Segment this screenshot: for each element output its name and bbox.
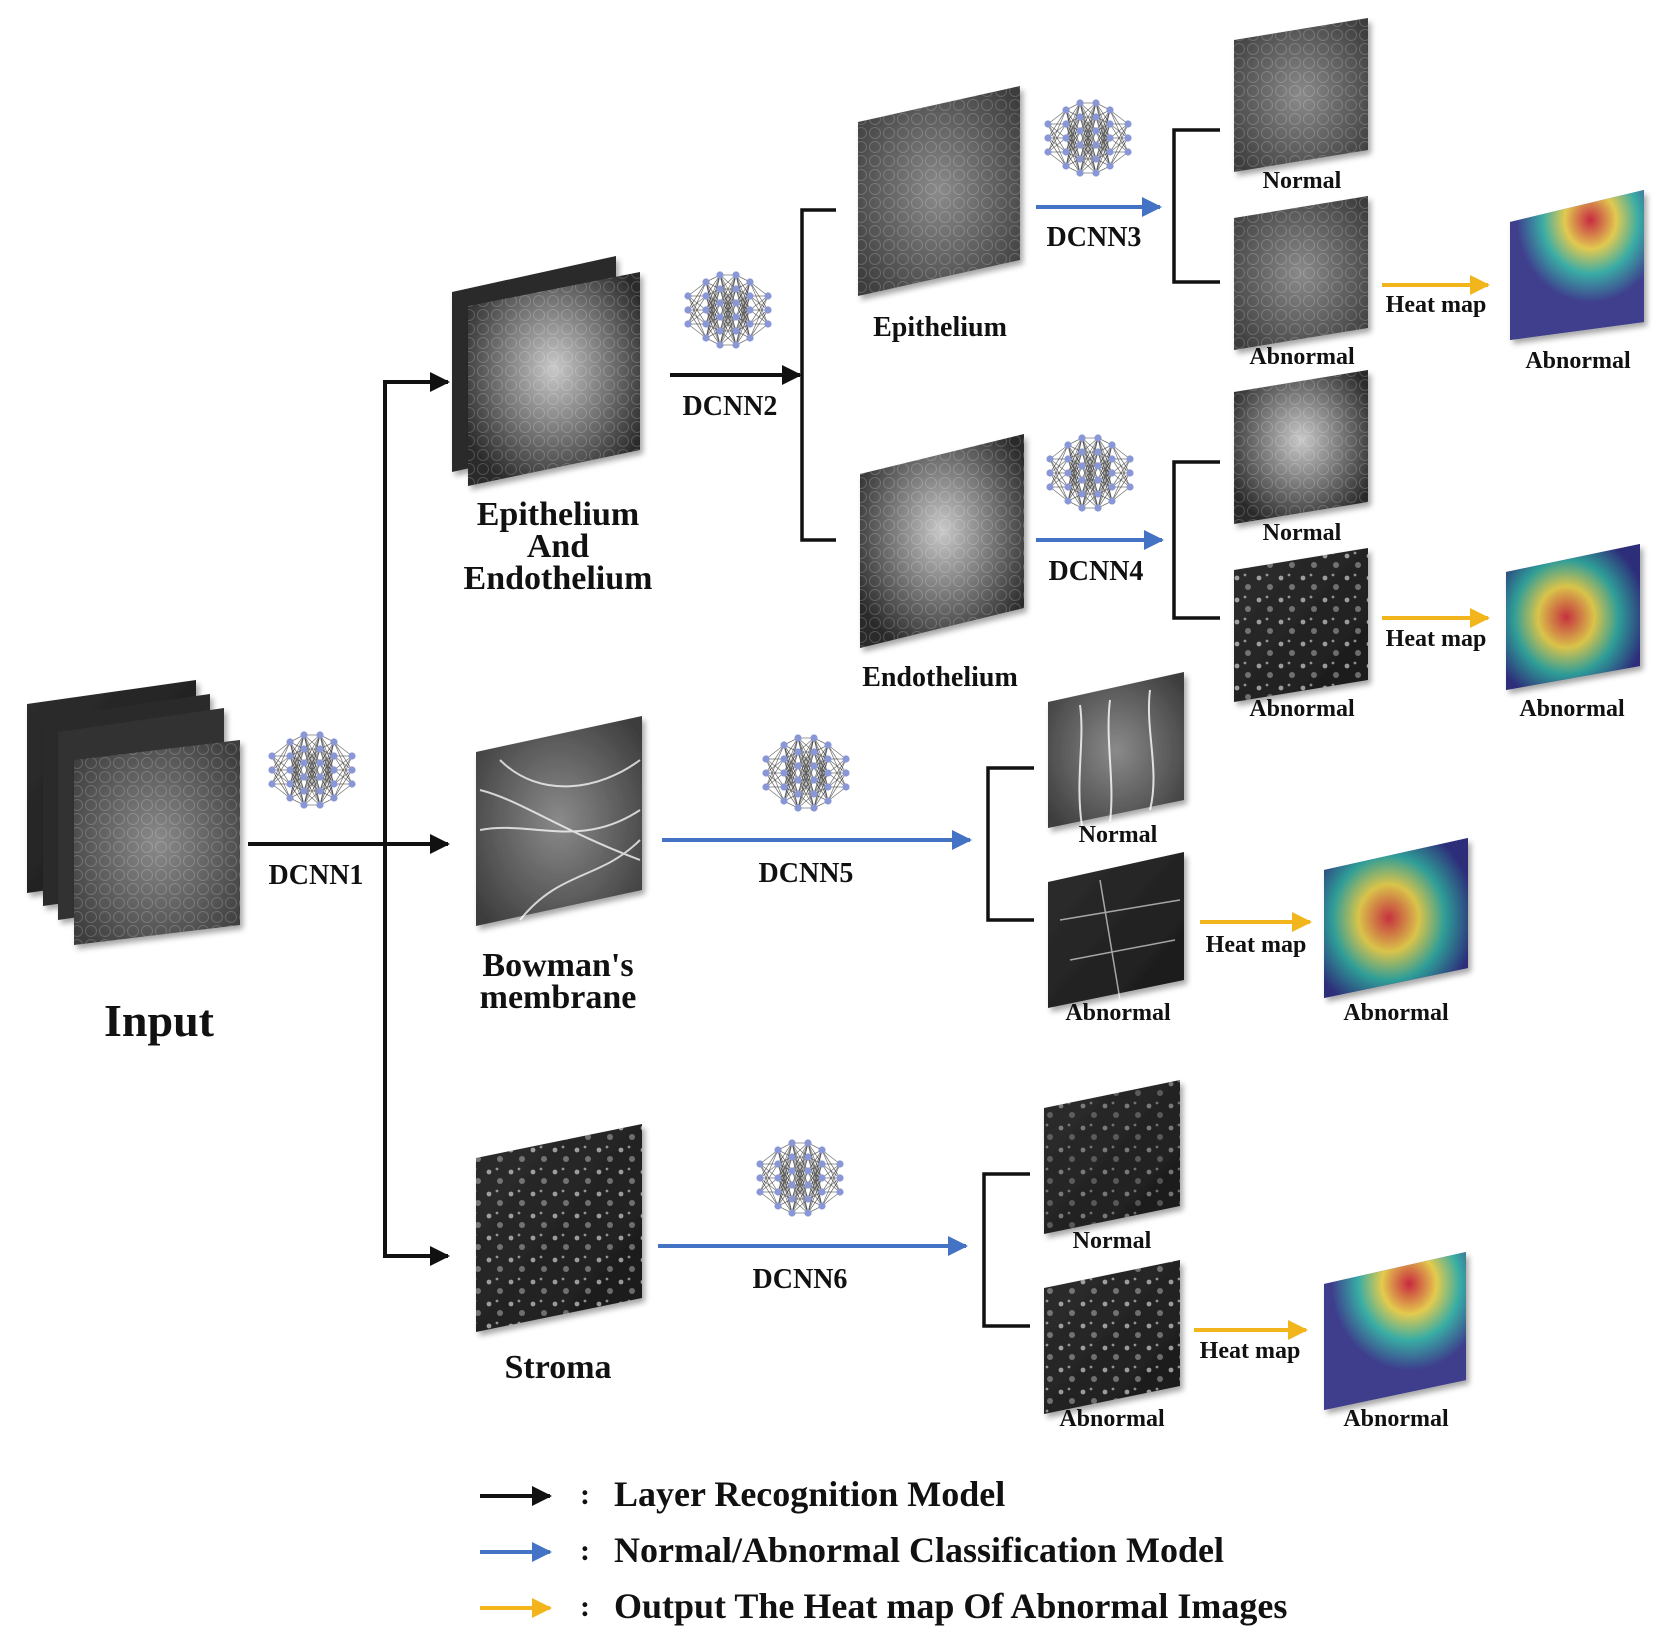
bracket-dcnn6 bbox=[982, 1172, 1030, 1328]
epi-endo-label-line3: Endothelium bbox=[464, 560, 653, 597]
stroma-heatmap-result-label: Abnormal bbox=[1343, 1406, 1449, 1432]
bowman-abnormal-label: Abnormal bbox=[1065, 1000, 1171, 1026]
arrow-to-stroma bbox=[383, 844, 450, 1266]
bowman-image bbox=[476, 716, 642, 926]
endothelium-heatmap-result-label: Abnormal bbox=[1519, 696, 1625, 722]
dcnn2-label: DCNN2 bbox=[683, 391, 778, 422]
epithelium-abnormal-label: Abnormal bbox=[1249, 344, 1355, 370]
bowman-normal-image bbox=[1048, 672, 1184, 828]
neural-network-icon bbox=[762, 734, 850, 812]
dcnn4-label: DCNN4 bbox=[1049, 556, 1144, 587]
epi-endo-label-line2: And bbox=[527, 528, 589, 565]
neural-network-icon bbox=[1046, 434, 1134, 512]
bowman-abnormal-image bbox=[1048, 852, 1184, 1008]
endothelium-heatmap-image bbox=[1506, 544, 1640, 690]
bracket-dcnn3 bbox=[1172, 128, 1220, 284]
epithelium-image bbox=[858, 86, 1020, 296]
dcnn5-label: DCNN5 bbox=[759, 858, 854, 889]
epithelium-normal-image bbox=[1234, 18, 1368, 172]
bowman-heatmap-result-label: Abnormal bbox=[1343, 1000, 1449, 1026]
input-image-stack bbox=[27, 680, 240, 945]
endothelium-normal-image bbox=[1234, 370, 1368, 524]
neural-network-icon bbox=[1044, 99, 1132, 177]
legend-heatmap-output: Output The Heat map Of Abnormal Images bbox=[614, 1586, 1287, 1626]
endothelium-image bbox=[860, 434, 1024, 648]
bowman-label-line1: Bowman's bbox=[482, 947, 633, 984]
arrow-to-epi-endo bbox=[383, 372, 450, 844]
epi-endo-label-line1: Epithelium bbox=[477, 496, 639, 533]
epithelium-normal-label: Normal bbox=[1263, 168, 1342, 194]
endothelium-normal-label: Normal bbox=[1263, 520, 1342, 546]
endothelium-abnormal-image bbox=[1234, 548, 1368, 702]
endothelium-abnormal-label: Abnormal bbox=[1249, 696, 1355, 722]
neural-network-icon bbox=[684, 271, 772, 349]
epithelium-heatmap-result-label: Abnormal bbox=[1525, 348, 1631, 374]
epithelium-heatmap-label: Heat map bbox=[1386, 292, 1487, 318]
dcnn3-label: DCNN3 bbox=[1047, 222, 1142, 253]
legend-separator-2: : bbox=[580, 1534, 590, 1567]
stroma-abnormal-label: Abnormal bbox=[1059, 1406, 1165, 1432]
epithelium-heatmap-image bbox=[1510, 190, 1644, 340]
legend-layer-recognition: Layer Recognition Model bbox=[614, 1474, 1005, 1514]
dcnn1-label: DCNN1 bbox=[269, 860, 364, 891]
epi-endo-image-stack bbox=[452, 256, 640, 486]
legend: : Layer Recognition Model : Normal/Abnor… bbox=[480, 1474, 1287, 1626]
bowman-heatmap-image bbox=[1324, 838, 1468, 998]
legend-separator-1: : bbox=[580, 1478, 590, 1511]
bowman-label-line2: membrane bbox=[480, 979, 637, 1016]
stroma-normal-label: Normal bbox=[1073, 1228, 1152, 1254]
legend-separator-3: : bbox=[580, 1590, 590, 1623]
neural-network-icon bbox=[756, 1139, 844, 1217]
legend-classification: Normal/Abnormal Classification Model bbox=[614, 1530, 1224, 1570]
epithelium-abnormal-image bbox=[1234, 196, 1368, 350]
bracket-dcnn5 bbox=[986, 766, 1034, 922]
neural-network-icon bbox=[268, 731, 356, 809]
stroma-abnormal-image bbox=[1044, 1260, 1180, 1414]
epithelium-label: Epithelium bbox=[873, 312, 1007, 343]
bowman-heatmap-label: Heat map bbox=[1206, 932, 1307, 958]
endothelium-label: Endothelium bbox=[862, 662, 1018, 693]
dcnn6-label: DCNN6 bbox=[753, 1264, 848, 1295]
bracket-epi-endo bbox=[800, 208, 836, 542]
stroma-label: Stroma bbox=[504, 1349, 611, 1386]
stroma-heatmap-image bbox=[1324, 1252, 1466, 1410]
stroma-image bbox=[476, 1124, 642, 1332]
endothelium-heatmap-label: Heat map bbox=[1386, 626, 1487, 652]
stroma-heatmap-label: Heat map bbox=[1200, 1338, 1301, 1364]
bowman-normal-label: Normal bbox=[1079, 822, 1158, 848]
stroma-normal-image bbox=[1044, 1080, 1180, 1234]
input-label: Input bbox=[104, 995, 215, 1046]
bracket-dcnn4 bbox=[1172, 460, 1220, 620]
